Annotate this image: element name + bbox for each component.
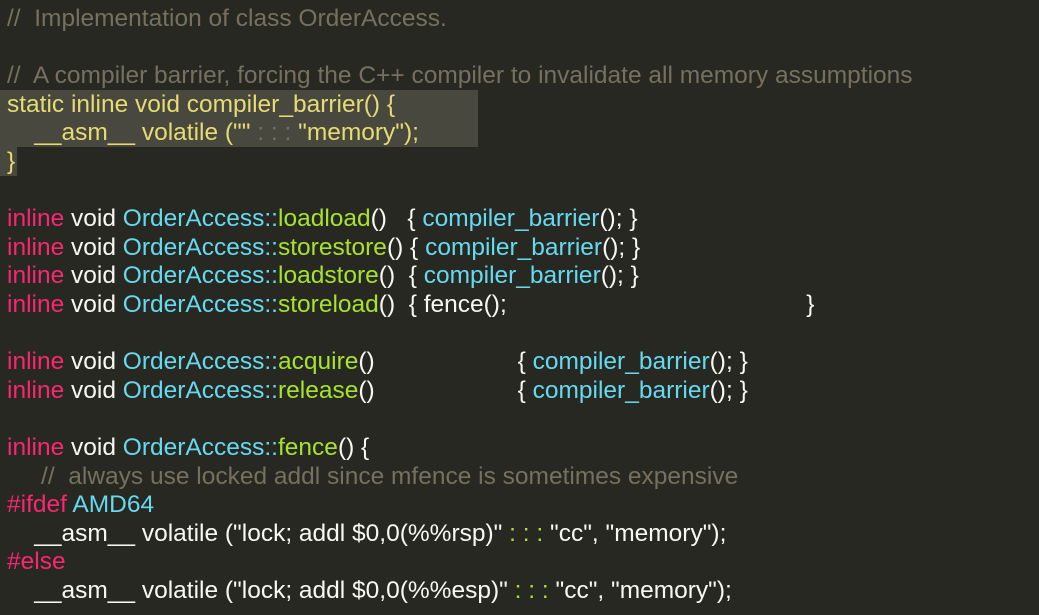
code-token: void	[64, 434, 123, 461]
code-token: OrderAccess::	[122, 291, 278, 318]
code-token: (); }	[709, 376, 748, 404]
code-token: : : :	[514, 577, 549, 604]
code-token: __asm__ volatile ("lock; addl $0,0(%%rsp…	[7, 519, 510, 547]
code-line: inline void OrderAccess::storestore() { …	[0, 233, 640, 262]
code-line: static inline void compiler_barrier() {	[0, 89, 478, 119]
code-token: OrderAccess::	[122, 205, 278, 233]
code-line	[0, 404, 7, 433]
code-token: () {	[386, 233, 426, 261]
code-token: }	[7, 148, 16, 175]
code-token: (); }	[709, 348, 748, 376]
code-token: inline	[7, 262, 65, 290]
code-token: AMD64	[66, 491, 155, 519]
code-token: compiler_barrier	[422, 205, 600, 233]
code-token: OrderAccess::	[122, 434, 278, 461]
code-token: inline	[7, 233, 65, 261]
code-line: inline void OrderAccess::acquire() { com…	[0, 347, 748, 376]
code-token: __asm__ volatile ("lock; addl $0,0(%%esp…	[7, 577, 515, 604]
code-line: __asm__ volatile ("lock; addl $0,0(%%esp…	[0, 576, 732, 605]
code-line	[0, 319, 7, 348]
code-token: compiler_barrier	[532, 348, 710, 376]
code-token: void	[64, 205, 123, 233]
code-token: #ifdef	[7, 491, 67, 519]
code-token: (); }	[602, 233, 641, 261]
code-token: compiler_barrier	[425, 233, 603, 261]
code-token: (); }	[599, 205, 638, 233]
code-token: static inline void compiler_barrier() {	[7, 90, 396, 118]
code-token: inline	[7, 348, 65, 376]
code-line: inline void OrderAccess::loadstore() { c…	[0, 261, 639, 290]
code-token: OrderAccess::	[122, 262, 278, 290]
code-token: "memory");	[291, 119, 419, 147]
code-token: inline	[7, 205, 65, 233]
code-token: // always use locked addl since mfence i…	[7, 462, 739, 490]
code-line: }	[0, 147, 17, 176]
code-token: // A compiler barrier, forcing the C++ c…	[7, 62, 913, 90]
code-token: : : :	[257, 119, 292, 147]
code-token: release	[278, 376, 359, 404]
code-token: void	[64, 291, 123, 318]
code-token: compiler_barrier	[423, 262, 601, 290]
code-token: fence	[278, 434, 338, 461]
code-line	[0, 33, 7, 62]
code-token: () {	[358, 348, 533, 376]
code-token: // Implementation of class OrderAccess.	[7, 5, 447, 32]
code-line	[0, 176, 7, 205]
code-token: inline	[7, 291, 65, 318]
code-token: storeload	[278, 291, 379, 318]
code-token: void	[64, 376, 123, 404]
code-token: inline	[7, 376, 65, 404]
code-token: (); }	[600, 262, 639, 290]
code-token: : : :	[509, 519, 544, 547]
code-line: inline void OrderAccess::storeload() { f…	[0, 290, 814, 319]
code-token: OrderAccess::	[122, 233, 278, 261]
code-token: storestore	[278, 233, 387, 261]
code-line: #else	[0, 547, 66, 576]
code-line: inline void OrderAccess::release() { com…	[0, 376, 748, 405]
code-line: // always use locked addl since mfence i…	[0, 462, 738, 491]
code-token: inline	[7, 434, 65, 461]
code-token: void	[64, 233, 123, 261]
code-token: "cc", "memory");	[548, 577, 732, 604]
code-token: () {	[370, 205, 423, 233]
code-line: #ifdef AMD64	[0, 490, 154, 519]
code-token: OrderAccess::	[122, 348, 278, 376]
code-line: inline void OrderAccess::loadload() { co…	[0, 204, 638, 233]
code-line: // Implementation of class OrderAccess.	[0, 4, 447, 33]
code-token: #else	[7, 548, 66, 576]
code-token: __asm__ volatile (""	[7, 119, 258, 147]
code-token: () {	[337, 434, 370, 461]
code-token: void	[64, 348, 123, 376]
code-token: () {	[378, 262, 424, 290]
code-token: loadstore	[278, 262, 379, 290]
code-token: "cc", "memory");	[543, 519, 727, 547]
code-line: __asm__ volatile ("lock; addl $0,0(%%rsp…	[0, 519, 726, 548]
code-token: void	[64, 262, 123, 290]
code-token: OrderAccess::	[122, 376, 278, 404]
code-token: acquire	[278, 348, 359, 376]
code-line: // A compiler barrier, forcing the C++ c…	[0, 61, 913, 90]
code-token: () {	[358, 376, 533, 404]
code-line: __asm__ volatile ("" : : : "memory");	[0, 118, 478, 148]
code-token: () { fence(); }	[378, 291, 815, 318]
code-line: inline void OrderAccess::fence() {	[0, 433, 369, 462]
code-token: compiler_barrier	[532, 376, 710, 404]
code-token: loadload	[278, 205, 371, 233]
